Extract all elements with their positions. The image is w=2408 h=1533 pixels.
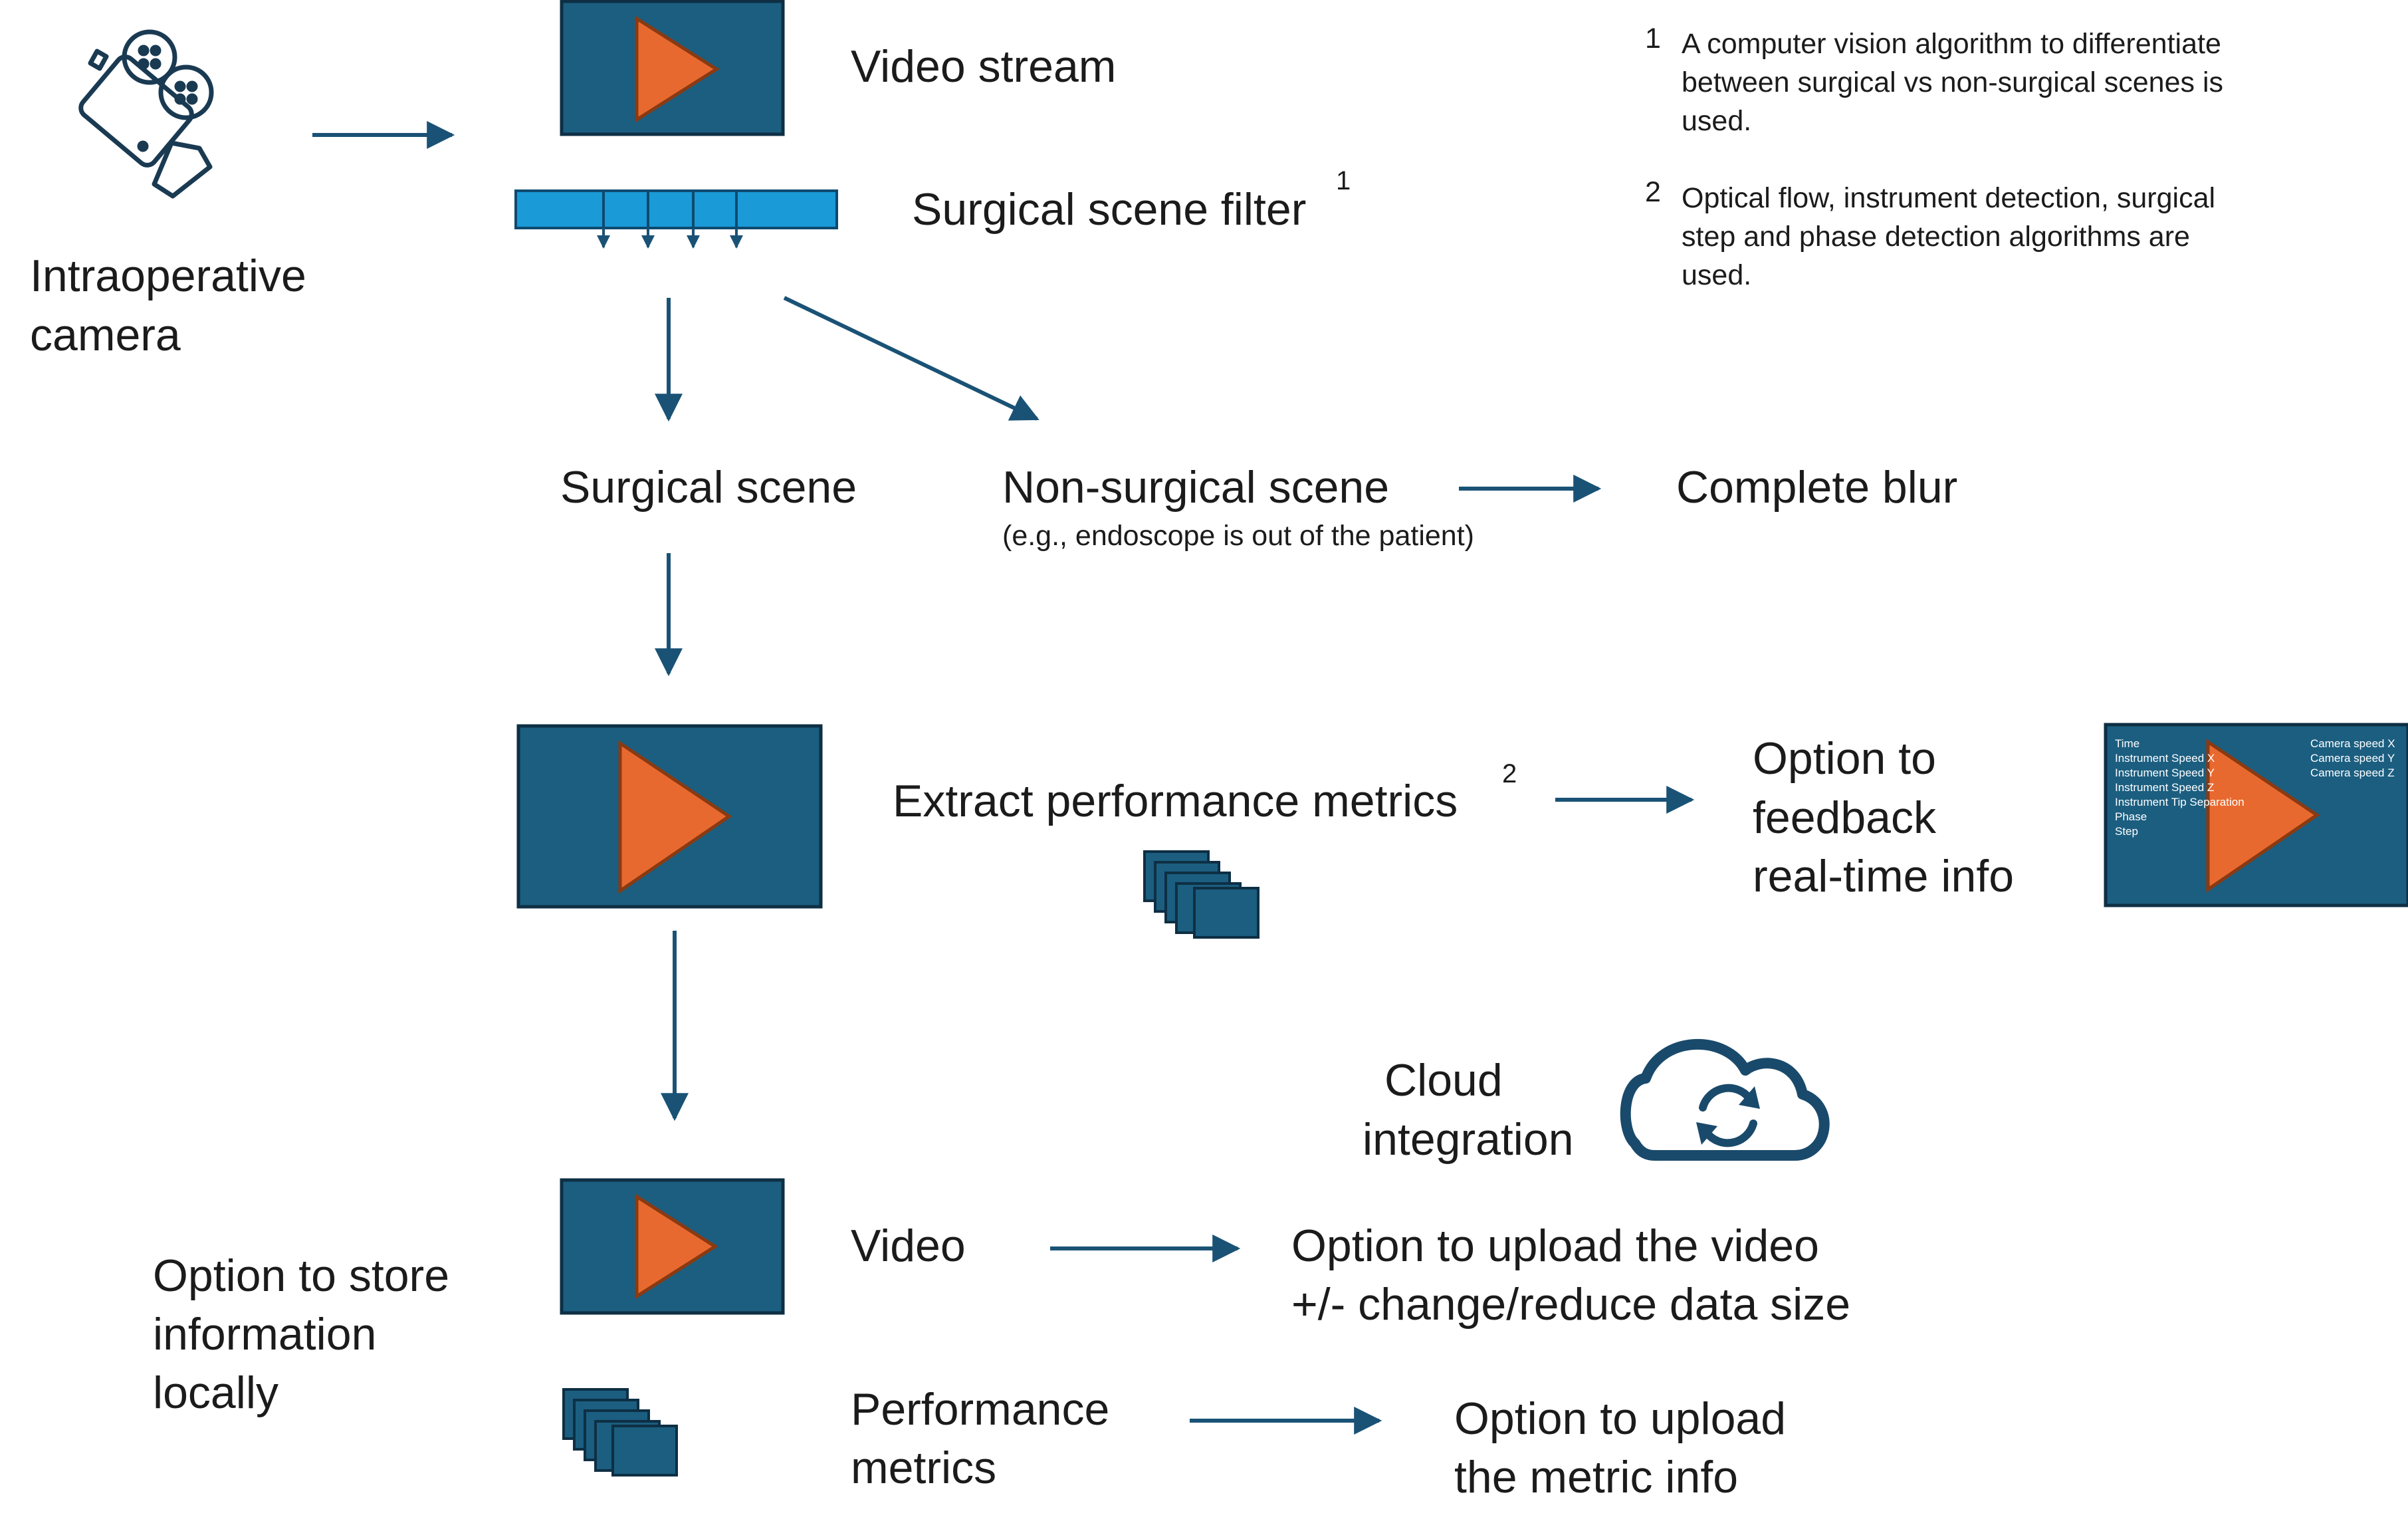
store-local-label-line1: Option to store (153, 1250, 449, 1301)
connector-arrows (312, 121, 1695, 1435)
overlay-right-0: Camera speed X (2310, 737, 2395, 750)
overlay-right-1: Camera speed Y (2310, 752, 2395, 765)
feedback-label-line3: real-time info (1753, 851, 2014, 901)
video-stream-thumbnail (560, 0, 785, 136)
cloud-sync-icon (1620, 1039, 1830, 1161)
stacked-frames-icon (562, 1388, 678, 1476)
upload-video-label-line1: Option to upload the video (1291, 1221, 1819, 1271)
footnotes: 1 A computer vision algorithm to differe… (1645, 23, 2223, 291)
stacked-frames-icon (1143, 850, 1259, 939)
stored-video-thumbnail (560, 1178, 785, 1315)
surgical-scene-filter-bar (514, 189, 838, 249)
footnote-1-line2: between surgical vs non-surgical scenes … (1682, 66, 2223, 98)
extract-metrics-label: Extract performance metrics (893, 776, 1458, 826)
play-icon (635, 15, 720, 123)
video-label: Video (851, 1221, 966, 1271)
realtime-overlay-thumbnail: Time Instrument Speed X Instrument Speed… (2104, 723, 2408, 907)
footnote-2-line1: Optical flow, instrument detection, surg… (1682, 182, 2215, 214)
upload-metrics-label-line2: the metric info (1454, 1452, 1738, 1502)
surgical-scene-label: Surgical scene (560, 462, 857, 513)
overlay-right-2: Camera speed Z (2310, 766, 2395, 779)
store-local-label-line2: information (153, 1309, 376, 1359)
play-icon (635, 1193, 718, 1300)
surgical-video-thumbnail (516, 724, 823, 909)
non-surgical-scene-sublabel: (e.g., endoscope is out of the patient) (1002, 520, 1474, 552)
overlay-left-2: Instrument Speed Y (2115, 766, 2215, 779)
camera-label-line1: Intraoperative (30, 251, 306, 301)
upload-metrics-label-line1: Option to upload (1454, 1393, 1786, 1444)
feedback-label-line1: Option to (1753, 733, 1936, 784)
overlay-left-6: Step (2115, 825, 2138, 838)
overlay-left-3: Instrument Speed Z (2115, 781, 2214, 794)
video-stream-label: Video stream (851, 41, 1116, 92)
overlay-left-0: Time (2115, 737, 2139, 750)
footnote-1-line3: used. (1682, 105, 1751, 137)
cloud-label-line1: Cloud (1384, 1055, 1503, 1106)
store-local-label-line3: locally (153, 1367, 278, 1418)
footnote-1-line1: A computer vision algorithm to different… (1682, 28, 2221, 60)
footnote-2-line3: used. (1682, 259, 1751, 291)
footnote-2-number: 2 (1645, 176, 1661, 208)
overlay-left-1: Instrument Speed X (2115, 752, 2215, 765)
filter-footnote-ref: 1 (1336, 166, 1351, 195)
play-icon (618, 740, 732, 894)
play-icon (2206, 739, 2320, 893)
extract-footnote-ref: 2 (1502, 759, 1517, 788)
footnote-2-line2: step and phase detection algorithms are (1682, 221, 2190, 253)
cloud-label-line2: integration (1363, 1114, 1574, 1165)
camera-label-line2: camera (30, 310, 181, 360)
performance-metrics-label-line1: Performance (851, 1384, 1109, 1435)
overlay-left-5: Phase (2115, 810, 2147, 823)
complete-blur-label: Complete blur (1676, 462, 1957, 513)
video-camera-icon (78, 29, 214, 199)
footnote-1-number: 1 (1645, 23, 1661, 55)
overlay-left-4: Instrument Tip Separation (2115, 796, 2244, 808)
surgical-scene-filter-label: Surgical scene filter (912, 184, 1306, 235)
non-surgical-scene-label: Non-surgical scene (1002, 462, 1389, 513)
arrow-filter-to-nonsurgical (783, 296, 1040, 421)
performance-metrics-label-line2: metrics (851, 1443, 996, 1493)
feedback-label-line2: feedback (1753, 792, 1937, 843)
upload-video-label-line2: +/- change/reduce data size (1291, 1279, 1850, 1330)
